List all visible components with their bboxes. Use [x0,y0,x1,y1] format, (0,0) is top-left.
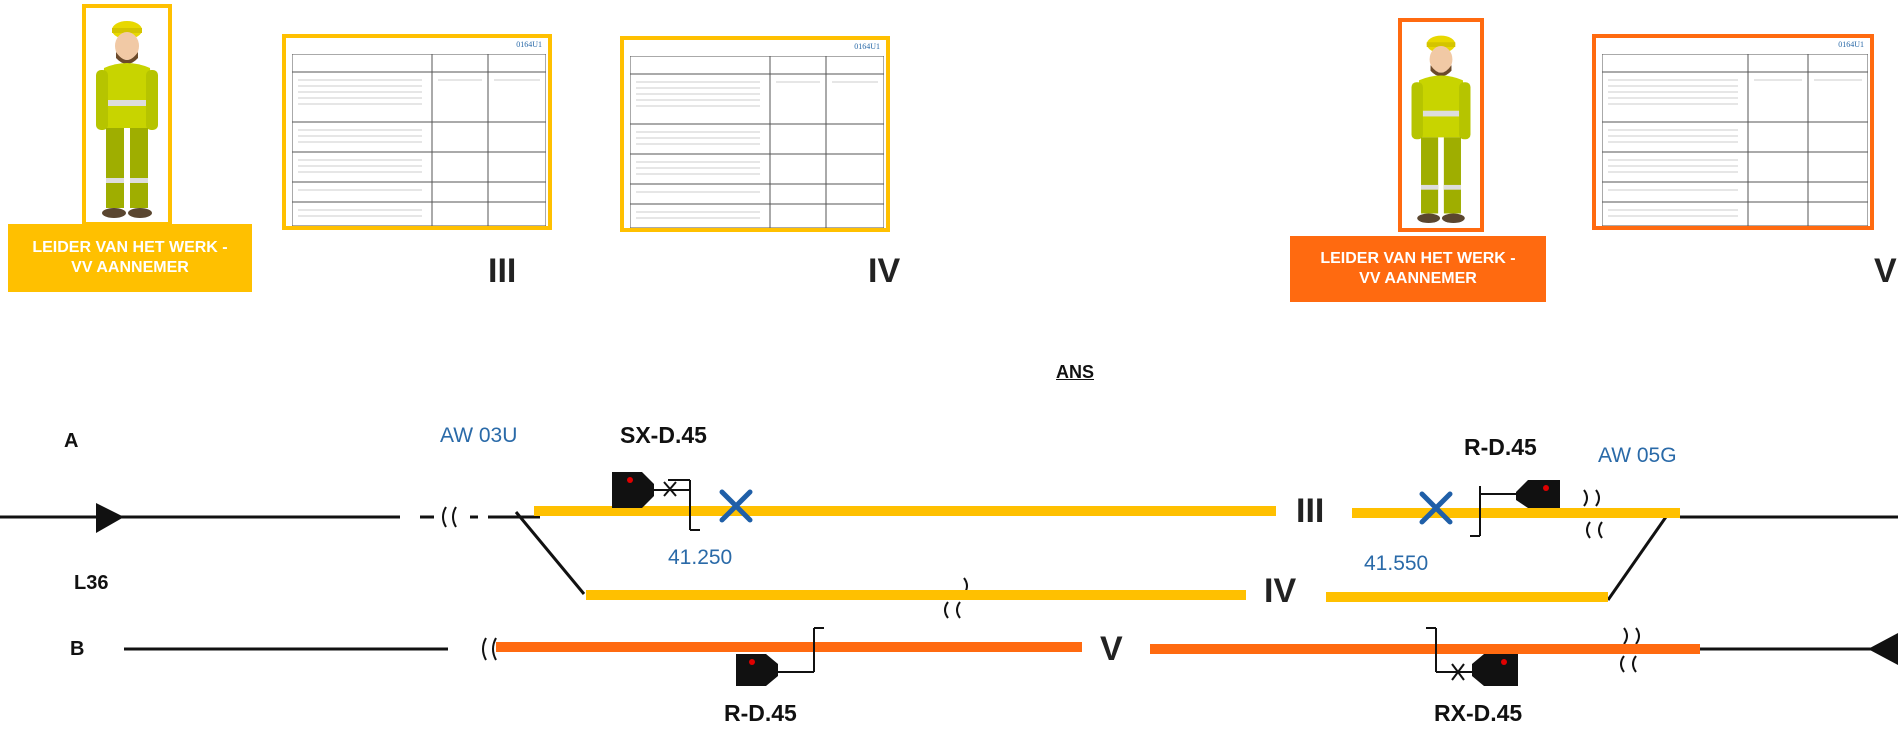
insulated-joint-icon [482,637,487,661]
form-track-label-iv: IV [868,252,901,290]
track-iii-right [1352,508,1680,518]
construction-worker-icon [1411,35,1471,223]
station-name: ANS [1056,362,1095,382]
line-label-a: A [64,430,79,452]
track-v-left [496,642,1082,652]
form-track-label-iii: III [488,252,517,290]
signal-r-d45-bottom-icon [736,627,824,686]
signal-label-rx-d45: RX-D.45 [1434,700,1523,726]
form-track-label-v: V [1874,252,1897,290]
order-form-track-iii: 0164U1 [282,34,552,230]
track-iv-right [1326,592,1608,602]
signal-r-d45-top-icon [1470,480,1560,537]
switch-left-leg [514,511,586,595]
insulated-joint-icon [1623,627,1628,645]
switch-label-right: AW 05G [1598,444,1677,467]
worker-figure-yellow [82,4,172,226]
track-label-v: V [1100,630,1123,668]
signal-sx-d45-icon [612,472,700,531]
worker-role-label: LEIDER VAN HET WERK - VV AANNEMER [1290,236,1546,302]
signal-label-sx-d45: SX-D.45 [620,422,707,448]
switch-label-left: AW 03U [440,424,518,447]
line-number-label: L36 [74,572,109,594]
km-marker-right: 41.550 [1364,552,1429,575]
form-grid [630,56,884,228]
km-marker-left: 41.250 [668,546,733,569]
insulated-joint-icon [1583,489,1588,507]
track-label-iii: III [1296,492,1325,530]
worker-role-label: LEIDER VAN HET WERK - VV AANNEMER [8,224,252,292]
switch-right-leg [1606,513,1670,601]
track-iii-left [534,506,1276,516]
signal-label-r-d45-top: R-D.45 [1464,434,1537,460]
order-form-track-v: 0164U1 [1592,34,1874,230]
direction-arrow-left-icon [1868,633,1898,665]
line-label-b: B [70,638,85,660]
work-limit-cross-icon [1419,491,1453,525]
order-form-track-iv: 0164U1 [620,36,890,232]
form-grid [1602,54,1868,226]
signal-rx-d45-icon [1426,627,1518,686]
form-grid [292,54,546,226]
track-v-right [1150,644,1700,654]
direction-arrow-right-icon [96,503,124,533]
construction-worker-icon [96,21,158,218]
track-label-iv: IV [1264,572,1297,610]
work-limit-cross-icon [719,489,753,523]
insulated-joint-icon [442,506,447,528]
signal-label-r-d45-bottom: R-D.45 [724,700,797,726]
track-iv-left [586,590,1246,600]
worker-figure-orange [1398,18,1484,232]
